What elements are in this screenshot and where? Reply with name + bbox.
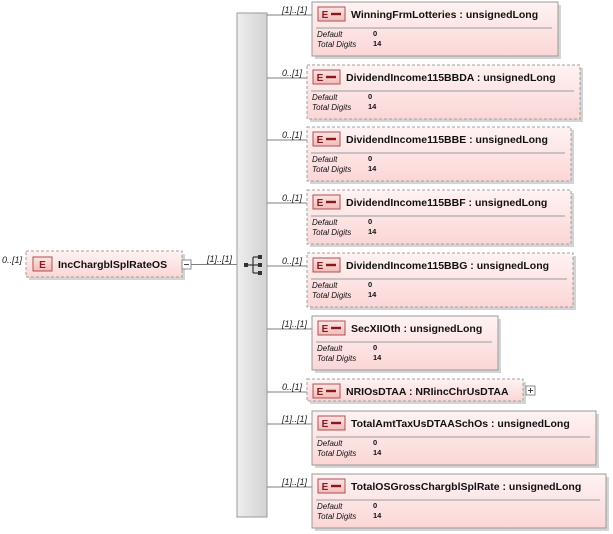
root-multiplicity: 0..[1] [2,255,23,265]
expand-icon[interactable] [525,385,536,396]
element-badge: E [312,69,341,85]
svg-text:E: E [317,387,324,398]
child-multiplicity: 0..[1] [282,68,303,78]
element-card[interactable] [311,1,559,57]
element-title: SecXIIOth : unsignedLong [351,323,482,335]
child-multiplicity: 0..[1] [282,256,303,266]
total-digits-value: 14 [373,39,382,48]
child-element[interactable]: 0..[1] E DividendIncome115BBG : unsignedLo… [267,252,576,310]
default-label: Default [317,502,343,511]
total-digits-label: Total Digits [317,449,356,458]
element-badge: E [312,194,341,210]
root-element[interactable]: 0..[1] E IncChargblSplRateOS [2,250,192,280]
svg-text:E: E [317,261,324,272]
default-value: 0 [373,501,377,510]
child-multiplicity: [1]..[1] [281,5,308,15]
child-element[interactable]: [1]..[1] E WinningFrmLotteries : unsignedL… [267,1,561,59]
element-badge: E [317,478,346,494]
element-title: TotalAmtTaxUsDTAASchOs : unsignedLong [351,418,570,430]
element-badge: E [317,415,346,431]
element-title: TotalOSGrossChargblSplRate : unsignedLon… [351,481,581,493]
total-digits-value: 14 [373,353,382,362]
sequence-compositor[interactable] [236,12,268,518]
total-digits-value: 14 [368,164,377,173]
element-title: DividendIncome115BBDA : unsignedLong [346,72,556,84]
element-card[interactable] [306,189,572,245]
svg-text:E: E [322,482,329,493]
total-digits-value: 14 [368,102,377,111]
total-digits-value: 14 [373,511,382,520]
svg-text:E: E [322,10,329,21]
child-multiplicity: 0..[1] [282,382,303,392]
child-element[interactable]: [1]..[1] E TotalAmtTaxUsDTAASchOs : unsign… [267,410,599,468]
element-card[interactable] [306,378,524,402]
sequence-icon [244,255,262,275]
default-value: 0 [368,92,372,101]
sequence-multiplicity: [1]..[1] [206,254,233,264]
total-digits-value: 14 [368,227,377,236]
svg-text:E: E [317,198,324,209]
element-title: DividendIncome115BBG : unsignedLong [346,260,549,272]
default-label: Default [317,344,343,353]
default-value: 0 [373,438,377,447]
default-value: 0 [373,343,377,352]
default-value: 0 [368,280,372,289]
total-digits-label: Total Digits [312,103,351,112]
total-digits-label: Total Digits [312,165,351,174]
element-card[interactable] [311,473,607,529]
child-multiplicity: [1]..[1] [281,477,308,487]
child-multiplicity: [1]..[1] [281,319,308,329]
element-badge: E [312,131,341,147]
total-digits-label: Total Digits [317,354,356,363]
svg-text:E: E [39,260,46,271]
element-title: DividendIncome115BBF : unsignedLong [346,197,547,209]
total-digits-label: Total Digits [312,228,351,237]
default-label: Default [312,155,338,164]
root-element-name: IncChargblSplRateOS [58,259,167,271]
svg-text:E: E [317,73,324,84]
collapse-icon[interactable] [181,259,192,270]
child-multiplicity: 0..[1] [282,193,303,203]
total-digits-label: Total Digits [317,512,356,521]
total-digits-label: Total Digits [317,40,356,49]
element-badge: E [317,320,346,336]
total-digits-value: 14 [373,448,382,457]
child-multiplicity: 0..[1] [282,130,303,140]
element-badge: E [312,257,341,273]
element-badge: E [312,383,341,399]
child-element[interactable]: [1]..[1] E TotalOSGrossChargblSplRate : un… [267,473,609,531]
svg-text:E: E [322,419,329,430]
child-element[interactable]: 0..[1] E NRIOsDTAA : NRIincChrUsDTAA [267,378,536,404]
element-card[interactable] [306,252,574,308]
svg-text:E: E [317,135,324,146]
default-label: Default [312,218,338,227]
child-element[interactable]: [1]..[1] E SecXIIOth : unsignedLongDefault… [267,315,501,373]
default-value: 0 [368,154,372,163]
svg-text:E: E [322,324,329,335]
default-label: Default [317,30,343,39]
element-title: NRIOsDTAA : NRIincChrUsDTAA [346,386,509,398]
child-element[interactable]: 0..[1] E DividendIncome115BBDA : unsignedL… [267,64,583,122]
element-card[interactable] [306,126,572,182]
element-card[interactable] [306,64,581,120]
element-badge: E [32,256,53,272]
total-digits-value: 14 [368,290,377,299]
default-value: 0 [368,217,372,226]
default-label: Default [312,281,338,290]
default-label: Default [317,439,343,448]
child-element[interactable]: 0..[1] E DividendIncome115BBE : unsignedLo… [267,126,574,184]
default-value: 0 [373,29,377,38]
child-element[interactable]: 0..[1] E DividendIncome115BBF : unsignedLo… [267,189,574,247]
element-title: DividendIncome115BBE : unsignedLong [346,134,548,146]
default-label: Default [312,93,338,102]
element-title: WinningFrmLotteries : unsignedLong [351,9,538,21]
child-elements: [1]..[1] E WinningFrmLotteries : unsignedL… [267,1,609,531]
child-multiplicity: [1]..[1] [281,414,308,424]
element-badge: E [317,6,346,22]
total-digits-label: Total Digits [312,291,351,300]
element-card[interactable] [311,410,597,466]
